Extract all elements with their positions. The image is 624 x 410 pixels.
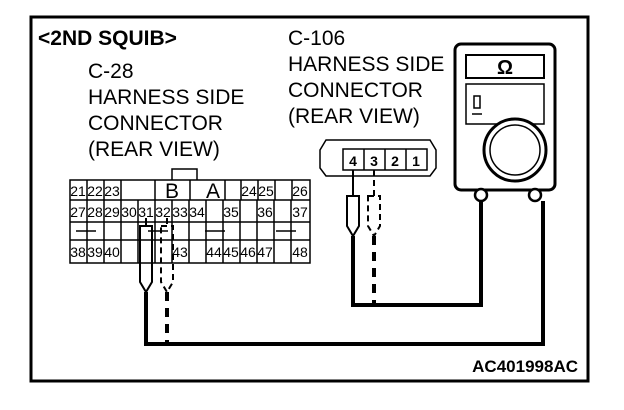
c28-pin-32: 32 — [155, 204, 171, 220]
meter-terminal-right — [527, 187, 543, 203]
c106-pin-4: 4 — [349, 153, 357, 169]
c28-pin-45: 45 — [223, 244, 239, 260]
c106-connector: 4 3 2 1 — [319, 139, 437, 177]
figure-code: AC401998AC — [472, 357, 578, 376]
c28-pin-22: 22 — [87, 183, 103, 199]
meter-terminal-left — [473, 187, 489, 203]
c28-slot-a: A — [206, 180, 220, 203]
c28-pin-31: 31 — [138, 204, 154, 220]
c28-pin-27: 27 — [70, 204, 86, 220]
c106-probe-dashed — [367, 170, 381, 238]
c106-line2: CONNECTOR — [288, 79, 423, 102]
c28-pin-47: 47 — [257, 244, 273, 260]
c106-label: C-106 HARNESS SIDE CONNECTOR (REAR VIEW) — [288, 27, 444, 128]
c28-pin-39: 39 — [87, 244, 103, 260]
c28-slot-b: B — [165, 180, 179, 203]
c28-line1: HARNESS SIDE — [88, 86, 244, 109]
c28-label: C-28 HARNESS SIDE CONNECTOR (REAR VIEW) — [88, 60, 244, 161]
meter-unit-symbol: Ω — [497, 57, 513, 79]
c28-pin-26: 26 — [292, 183, 308, 199]
c106-probe-solid — [346, 170, 360, 238]
meter-leads — [144, 201, 545, 346]
c28-pin-43: 43 — [172, 244, 188, 260]
c28-pin-24: 24 — [241, 183, 257, 199]
c28-pin-38: 38 — [70, 244, 86, 260]
c106-pin-1: 1 — [412, 153, 420, 169]
c28-pin-21: 21 — [70, 183, 86, 199]
c28-pin-35: 35 — [223, 204, 239, 220]
c28-pin-44: 44 — [206, 244, 222, 260]
c28-connector: 21 22 23 B A 24 25 26 27 28 29 30 31 32 … — [69, 168, 311, 264]
c28-pin-48: 48 — [292, 244, 308, 260]
c28-line2: CONNECTOR — [88, 112, 223, 135]
lead-c106-solid — [351, 201, 483, 307]
c28-pin-46: 46 — [240, 244, 256, 260]
c28-pin-36: 36 — [257, 204, 273, 220]
c28-latch — [171, 168, 198, 180]
c28-pin-37: 37 — [292, 204, 308, 220]
c106-line3: (REAR VIEW) — [288, 105, 420, 128]
c28-line3: (REAR VIEW) — [88, 138, 220, 161]
c28-pin-23: 23 — [104, 183, 120, 199]
c106-line1: HARNESS SIDE — [288, 53, 444, 76]
title: <2ND SQUIB> — [38, 27, 177, 50]
c28-pin-25: 25 — [258, 183, 274, 199]
c28-id: C-28 — [88, 60, 134, 83]
c106-pin-3: 3 — [370, 153, 378, 169]
c28-pin-33: 33 — [172, 204, 188, 220]
c28-pin-28: 28 — [87, 204, 103, 220]
c28-probe-solid — [139, 218, 153, 294]
c106-id: C-106 — [288, 27, 345, 50]
lead-c28-solid — [144, 201, 545, 346]
c28-pin-34: 34 — [189, 204, 205, 220]
c28-pin-29: 29 — [104, 204, 120, 220]
c28-probe-dashed — [160, 218, 174, 294]
c106-pin-2: 2 — [391, 153, 399, 169]
ohmmeter-icon: Ω — [453, 42, 557, 203]
c28-pin-30: 30 — [121, 204, 137, 220]
c28-pin-40: 40 — [104, 244, 120, 260]
